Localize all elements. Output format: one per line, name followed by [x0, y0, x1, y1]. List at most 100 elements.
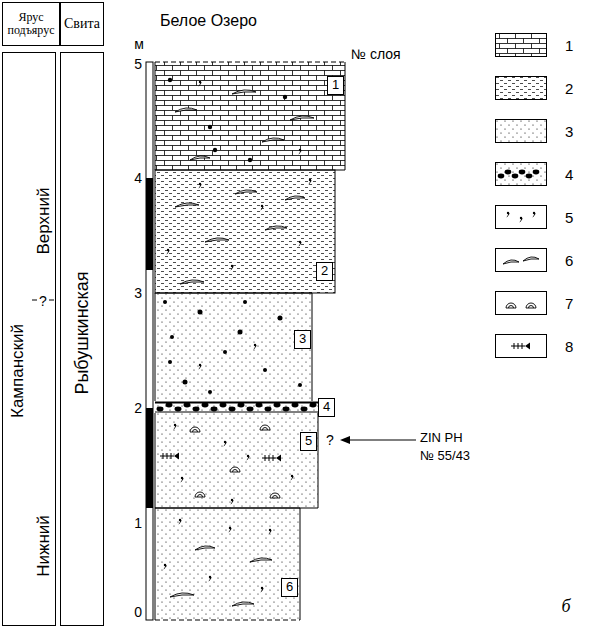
layer-outline — [155, 62, 345, 63]
burrow-mark — [232, 90, 256, 94]
pebble-mark — [505, 170, 512, 175]
comma-mark — [291, 476, 293, 480]
legend-number: 8 — [565, 338, 573, 355]
legend-swatch-ground — [496, 120, 547, 143]
legend-swatch — [495, 205, 547, 229]
comma-mark — [179, 520, 181, 524]
legend-swatch — [495, 248, 547, 272]
box-label: 6 — [285, 580, 294, 594]
legend-swatch-border — [496, 120, 547, 143]
legend-item: 6 — [495, 248, 573, 272]
box-label: 2 — [320, 264, 329, 278]
legend-number: 5 — [565, 209, 573, 226]
scale-number: 5 — [134, 57, 142, 71]
pebble-mark — [168, 360, 172, 364]
burrow-mark — [180, 280, 204, 284]
layer-fill — [155, 413, 318, 508]
legend-swatch-border — [496, 292, 547, 315]
comma-mark — [199, 184, 201, 188]
stage-header: Ярус подъярус — [2, 2, 60, 46]
burrow-mark — [190, 156, 210, 160]
pebble-mark — [157, 407, 164, 412]
scale-bar — [146, 62, 153, 620]
pebble-mark — [265, 407, 272, 412]
comma-mark — [181, 478, 183, 482]
layer-number-box: 2 — [316, 262, 333, 281]
legend-item: 5 — [495, 205, 573, 229]
layer-symbols — [160, 78, 314, 606]
legend-item: 1 — [495, 33, 573, 57]
legend-swatch-border — [496, 206, 547, 229]
comma-mark — [533, 213, 535, 217]
legend-swatch — [495, 119, 547, 143]
burrow-mark — [195, 546, 215, 550]
legend-swatch-fill — [496, 120, 547, 143]
legend-swatch-ground — [496, 77, 547, 100]
comma-mark — [199, 365, 201, 369]
scale-number: 3 — [134, 286, 142, 300]
pebble-mark — [278, 316, 283, 321]
column-label: Рыбушкинская — [73, 271, 91, 394]
legend-swatch — [495, 33, 547, 57]
legend-item: 4 — [495, 162, 573, 186]
comma-mark — [309, 180, 311, 184]
panel-letter: б — [561, 597, 570, 615]
legend-number: 2 — [565, 80, 573, 97]
legend-swatch-border — [496, 34, 547, 57]
layer-number-box: 6 — [281, 578, 298, 597]
burrow-mark — [503, 260, 519, 264]
query-mark: ? — [326, 433, 334, 447]
scale-bar-segment — [146, 408, 153, 508]
specimen-arrow-line — [348, 439, 416, 440]
legend-swatch-ground — [496, 206, 547, 229]
pebble-mark — [170, 335, 174, 339]
pebble-mark — [183, 380, 188, 385]
shell-mark — [190, 427, 200, 432]
legend-swatch-ground — [496, 34, 547, 57]
fish-mark — [525, 343, 530, 350]
legend-swatch-border — [496, 335, 547, 358]
legend-swatch-border — [496, 163, 547, 186]
pebble-mark — [512, 174, 519, 179]
layer-outline — [155, 413, 330, 508]
box-label: 5 — [304, 434, 313, 448]
pebble-mark — [283, 407, 290, 412]
layer-number-heading: № слоя — [351, 47, 401, 61]
pebble-mark — [213, 148, 217, 152]
comma-mark — [247, 456, 249, 460]
comma-mark — [520, 218, 522, 222]
burrow-mark — [232, 602, 254, 606]
legend-swatch-ground — [496, 249, 547, 272]
diagram-title: Белое Озеро — [160, 12, 257, 30]
pebble-mark — [248, 158, 252, 162]
pebble-mark — [519, 170, 526, 175]
legend-swatch — [495, 291, 547, 315]
burrow-mark — [523, 257, 539, 261]
comma-mark — [261, 588, 263, 592]
conglomerate-band — [155, 403, 323, 413]
legend-item: 2 — [495, 76, 573, 100]
rock-layers — [155, 62, 345, 620]
burrow-mark — [175, 203, 199, 207]
comma-mark — [209, 577, 211, 581]
pebble-mark — [283, 95, 287, 99]
conglomerate-bottom — [155, 412, 323, 413]
comma-mark — [261, 206, 263, 210]
layer-fill — [155, 293, 312, 401]
box-label: 4 — [322, 400, 331, 414]
shell-mark — [230, 467, 240, 472]
burrow-mark — [290, 116, 314, 120]
shell-mark — [526, 303, 536, 308]
pebble-mark — [298, 383, 302, 387]
fish-mark — [511, 343, 525, 349]
pebble-mark — [163, 300, 167, 304]
pebble-mark — [238, 330, 243, 335]
burrow-mark — [285, 196, 305, 200]
legend-item: 8 — [495, 334, 573, 358]
fish-mark — [262, 455, 276, 461]
shell-mark — [260, 425, 270, 430]
burrow-mark — [250, 558, 272, 562]
box-label: Ярус подъярус — [3, 11, 59, 37]
pebble-mark — [533, 170, 540, 175]
stage-column: КампанскийВерхний?Нижний — [2, 52, 56, 626]
